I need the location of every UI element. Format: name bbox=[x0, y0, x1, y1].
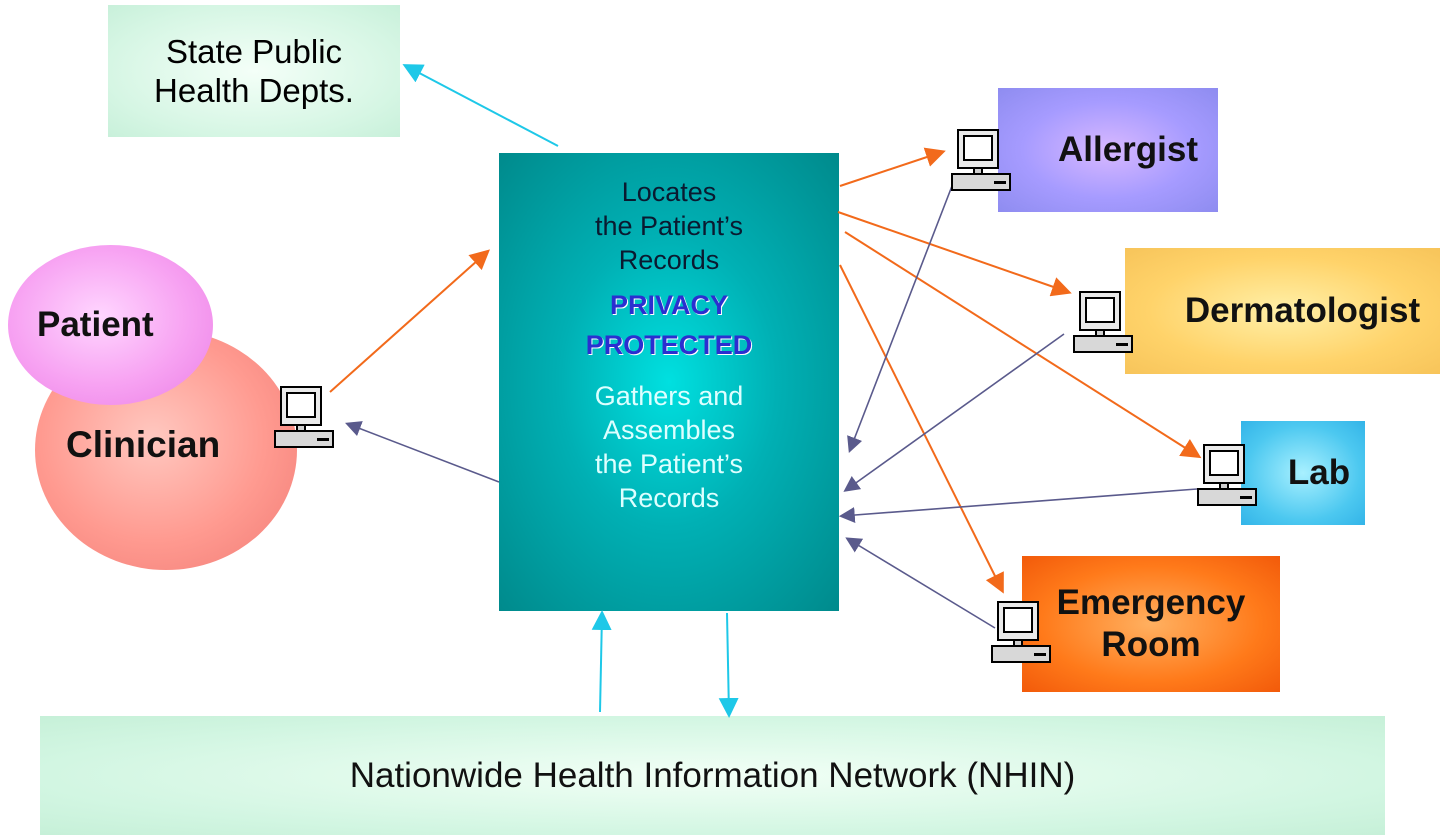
state-label-line1: State Public bbox=[165, 33, 343, 70]
hub-locates-line3: Records bbox=[618, 245, 720, 275]
arrow-hub-to-lab bbox=[844, 231, 1202, 459]
arrow-hub-to-clinician bbox=[345, 421, 500, 483]
arrow-hub-to-dermatologist bbox=[837, 211, 1072, 297]
hie-hub-box: Locates the Patient’s Records PRIVACY PR… bbox=[499, 153, 839, 611]
arrow-hub-to-er bbox=[839, 264, 1004, 594]
dermatologist-box: Dermatologist bbox=[1125, 248, 1440, 374]
patient-label: Patient bbox=[37, 305, 154, 344]
lab-box: Lab bbox=[1241, 421, 1365, 525]
privacy-label-line2: PROTECTED bbox=[585, 330, 753, 360]
hie-network-label: HIE Network bbox=[560, 22, 790, 98]
hub-locates-line1: Locates bbox=[621, 177, 717, 207]
emergency-room-box: Emergency Room bbox=[1022, 556, 1280, 692]
computer-icon bbox=[991, 601, 1051, 663]
hub-gathers-line4: Records bbox=[618, 483, 720, 513]
arrow-lab-to-hub bbox=[838, 488, 1198, 524]
arrow-nhin-to-hub bbox=[591, 610, 612, 713]
er-label-line2: Room bbox=[1101, 625, 1201, 664]
arrow-hub-to-allergist bbox=[839, 147, 946, 187]
hie-label-line1: HIE bbox=[644, 20, 705, 61]
hub-gathers-line3: the Patient’s bbox=[594, 449, 744, 479]
arrow-er-to-hub bbox=[845, 537, 996, 629]
patient-ellipse bbox=[8, 245, 213, 405]
privacy-label-line1: PRIVACY bbox=[609, 290, 729, 320]
hie-label-line2: Network bbox=[603, 58, 747, 99]
computer-icon bbox=[1197, 444, 1257, 506]
arrow-hub-to-state bbox=[402, 64, 559, 147]
dermatologist-label: Dermatologist bbox=[1184, 291, 1421, 330]
arrow-dermatologist-to-hub bbox=[843, 333, 1065, 492]
allergist-label: Allergist bbox=[1057, 130, 1199, 169]
hub-gathers-line2: Assembles bbox=[602, 415, 736, 445]
arrow-allergist-to-hub bbox=[847, 185, 953, 453]
lab-label: Lab bbox=[1287, 453, 1351, 492]
state-label-line2: Health Depts. bbox=[154, 72, 354, 109]
computer-icon bbox=[1073, 291, 1133, 353]
nhin-box: Nationwide Health Information Network (N… bbox=[40, 716, 1385, 835]
state-public-health-box: State Public Health Depts. bbox=[108, 5, 400, 137]
computer-icon bbox=[274, 386, 334, 448]
arrow-clinician-to-hub bbox=[329, 249, 490, 393]
hub-gathers-line1: Gathers and bbox=[594, 381, 744, 411]
nhin-label: Nationwide Health Information Network (N… bbox=[349, 755, 1076, 795]
allergist-box: Allergist bbox=[998, 88, 1218, 212]
er-label-line1: Emergency bbox=[1056, 583, 1246, 622]
computer-icon bbox=[951, 129, 1011, 191]
hub-locates-line2: the Patient’s bbox=[594, 211, 744, 241]
clinician-label: Clinician bbox=[66, 424, 221, 465]
arrow-hub-to-nhin bbox=[718, 612, 739, 718]
